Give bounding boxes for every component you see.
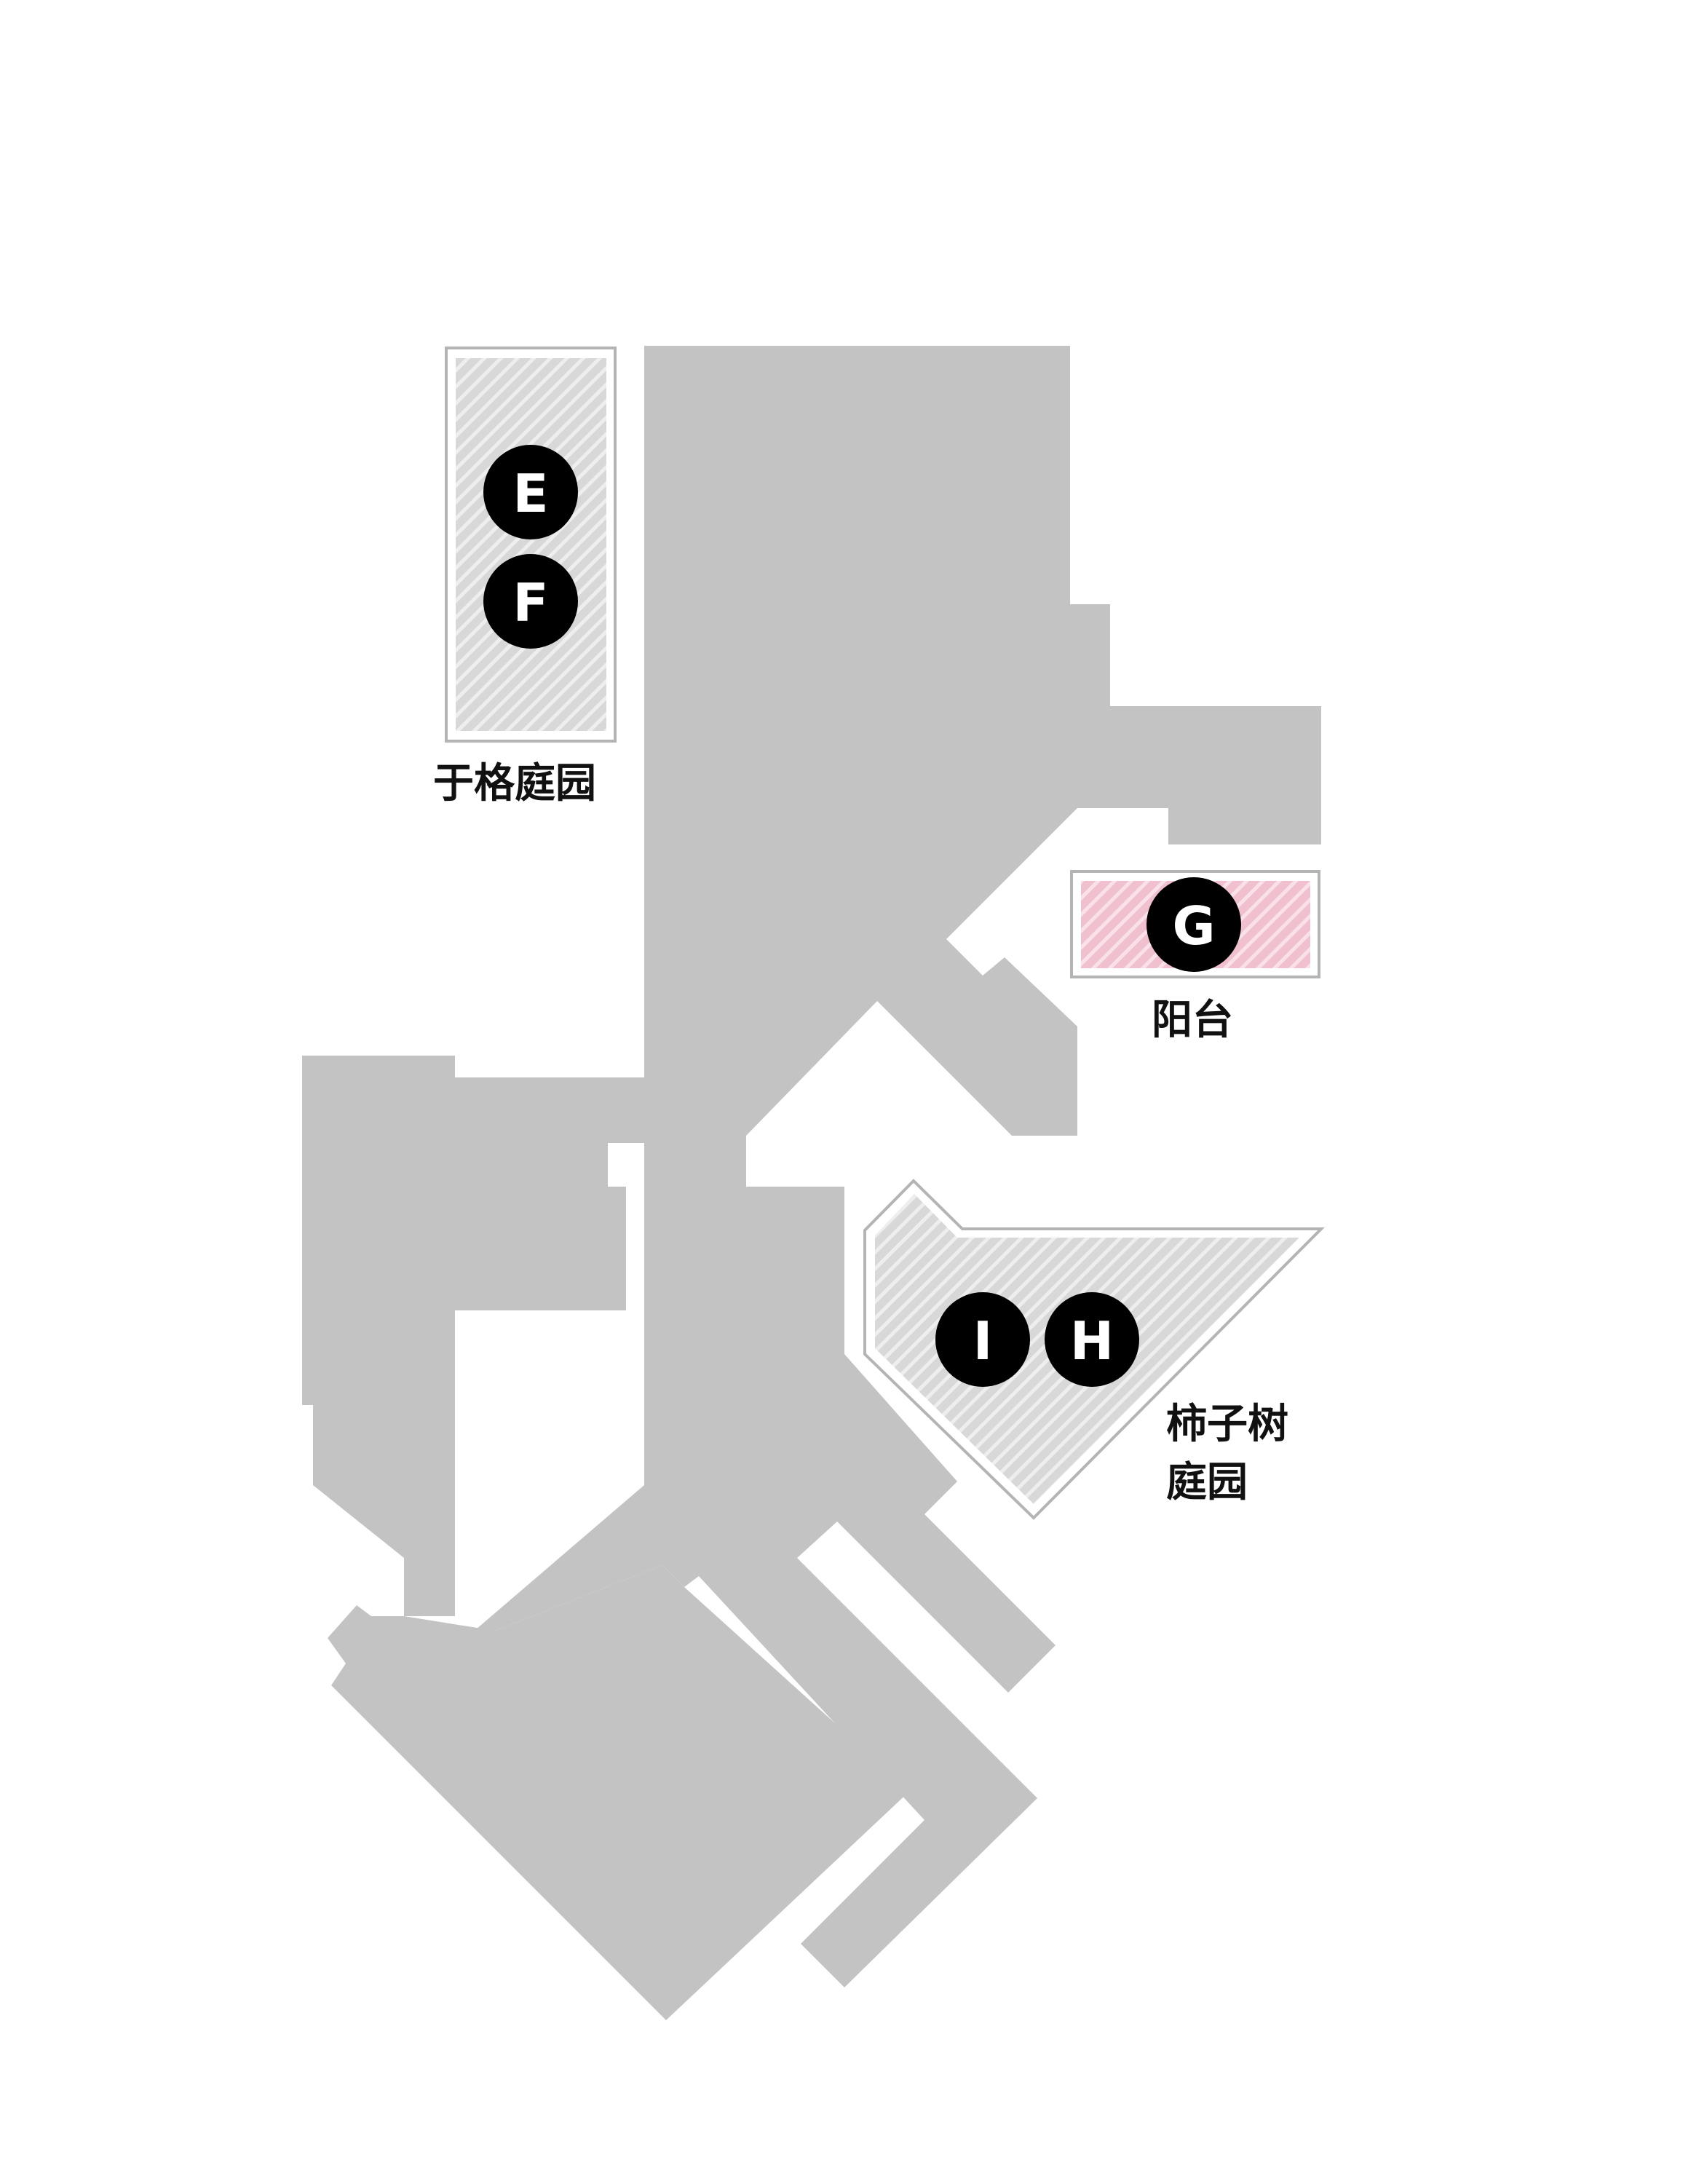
persimmon-garden-label-line2: 庭园	[1166, 1459, 1248, 1506]
balcony[interactable]: G 阳台	[1070, 870, 1320, 1044]
building-west-wing	[302, 1056, 644, 1616]
balcony-label: 阳台	[1152, 997, 1233, 1044]
tubingen-garden-hatch	[456, 358, 606, 731]
building-footprint	[302, 346, 1321, 2020]
marker-e[interactable]: E	[483, 445, 578, 539]
tubingen-garden[interactable]: E F 于格庭园	[433, 347, 617, 807]
persimmon-garden-label-line1: 柿子树	[1166, 1401, 1288, 1448]
tubingen-garden-label: 于格庭园	[433, 760, 596, 807]
building-south-wing	[328, 1565, 910, 2020]
marker-h-circle	[1045, 1292, 1139, 1387]
persimmon-garden[interactable]: I H 柿子树 庭园	[863, 1179, 1325, 1520]
marker-h-letter: H	[1070, 1310, 1114, 1372]
marker-f-letter: F	[512, 572, 548, 633]
marker-g[interactable]: G	[1146, 877, 1241, 972]
marker-g-letter: G	[1172, 895, 1215, 957]
building-north-wing	[466, 346, 1321, 1987]
marker-i-letter: I	[973, 1310, 993, 1372]
marker-f-circle	[483, 554, 578, 649]
marker-g-circle	[1146, 877, 1241, 972]
marker-e-letter: E	[512, 463, 548, 524]
marker-e-circle	[483, 445, 578, 539]
marker-i[interactable]: I	[935, 1292, 1030, 1387]
marker-f[interactable]: F	[483, 554, 578, 649]
marker-i-circle	[935, 1292, 1030, 1387]
marker-h[interactable]: H	[1045, 1292, 1139, 1387]
